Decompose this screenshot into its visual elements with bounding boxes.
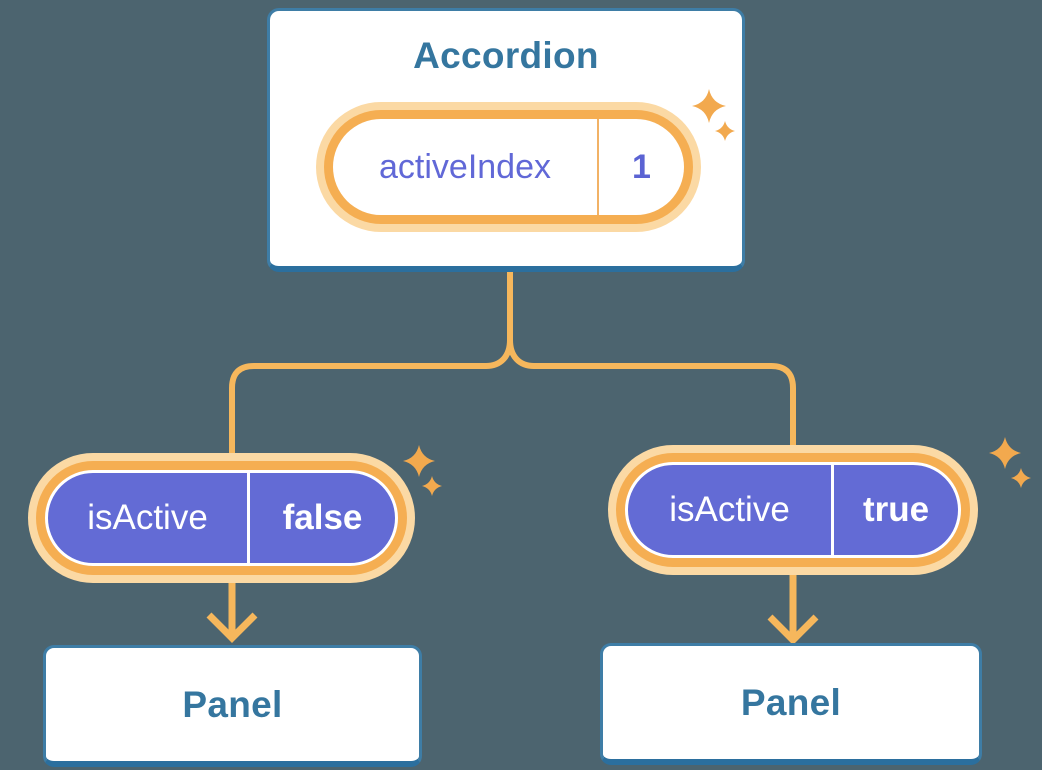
prop-name-label: isActive [669, 490, 790, 529]
component-title: Panel [182, 683, 283, 725]
component-title: Accordion [413, 35, 599, 76]
prop-pill-isactive-true: isActive true [608, 445, 978, 575]
state-name-label: activeIndex [379, 147, 551, 186]
prop-pill-isactive-false: isActive false [28, 453, 415, 583]
pill-divider [247, 473, 250, 563]
prop-pill-ring: isActive false [36, 461, 407, 575]
state-value-label: 1 [632, 147, 651, 186]
sparkle-icon [1011, 468, 1031, 488]
sparkle-icon [715, 121, 735, 141]
sparkle-icon [422, 476, 442, 496]
pill-divider [831, 465, 834, 555]
state-pill-activeindex: activeIndex 1 [316, 102, 701, 232]
arrow-head-left [206, 612, 258, 643]
arrow-head-right [767, 614, 819, 645]
pill-divider [597, 119, 599, 215]
sparkle-icon [403, 445, 435, 477]
state-pill-ring: activeIndex 1 [324, 110, 693, 224]
sparkle-icon [692, 89, 726, 123]
prop-value-label: false [282, 498, 363, 537]
panel-component-box-right: Panel [600, 643, 982, 765]
branch-line-right [507, 268, 796, 450]
sparkle-icon [989, 437, 1021, 469]
component-title: Panel [740, 681, 842, 723]
prop-name-label: isActive [87, 498, 208, 537]
prop-pill-ring: isActive true [616, 453, 970, 567]
prop-value-label: true [862, 490, 930, 529]
panel-component-box-left: Panel [43, 645, 422, 767]
